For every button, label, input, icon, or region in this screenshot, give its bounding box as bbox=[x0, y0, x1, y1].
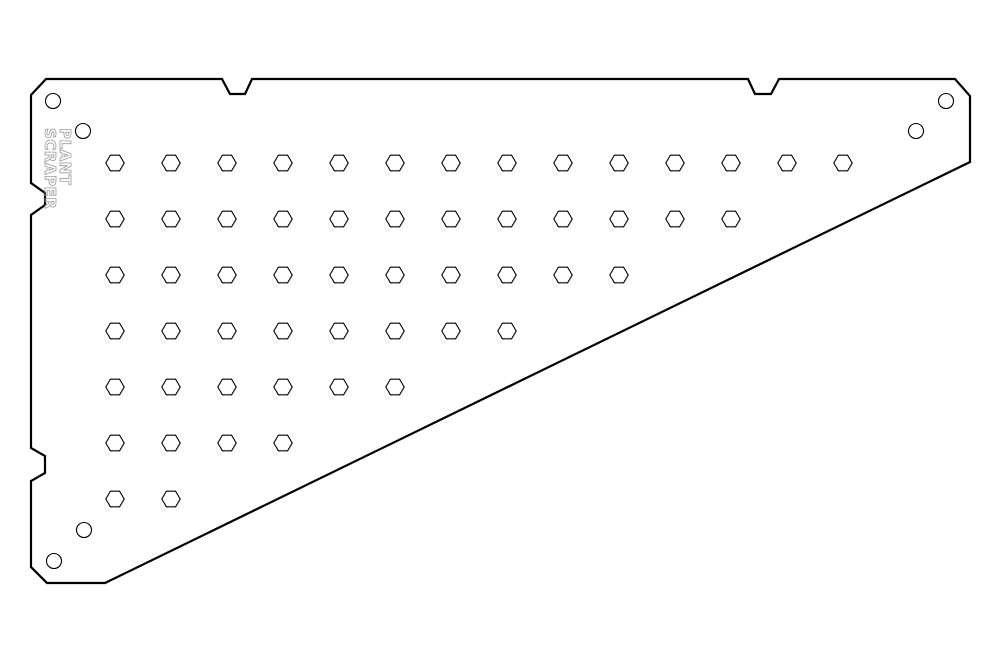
engraving-line-plant: PLANT bbox=[56, 128, 74, 186]
mounting-hole bbox=[937, 92, 955, 110]
hex-hole bbox=[273, 154, 293, 172]
part-outline bbox=[29, 77, 972, 585]
hex-hole bbox=[441, 210, 461, 228]
hex-hole bbox=[329, 266, 349, 284]
hex-hole bbox=[385, 154, 405, 172]
hex-hole bbox=[161, 154, 181, 172]
hex-hole bbox=[273, 322, 293, 340]
hex-hole bbox=[721, 210, 741, 228]
hex-hole bbox=[161, 322, 181, 340]
hex-hole bbox=[441, 266, 461, 284]
hex-hole bbox=[553, 266, 573, 284]
hex-hole bbox=[273, 266, 293, 284]
hex-hole bbox=[329, 210, 349, 228]
hex-hole bbox=[441, 154, 461, 172]
hex-hole bbox=[497, 266, 517, 284]
hex-hole bbox=[441, 322, 461, 340]
mounting-hole bbox=[45, 552, 63, 570]
hex-hole bbox=[329, 322, 349, 340]
hex-hole bbox=[777, 154, 797, 172]
hex-hole bbox=[609, 210, 629, 228]
hex-hole bbox=[329, 378, 349, 396]
hex-hole-grid bbox=[105, 154, 853, 508]
hex-hole bbox=[105, 266, 125, 284]
hex-hole bbox=[105, 210, 125, 228]
hex-hole bbox=[665, 210, 685, 228]
mounting-hole bbox=[907, 122, 925, 140]
mounting-hole bbox=[44, 92, 62, 110]
hex-hole bbox=[105, 378, 125, 396]
hex-hole bbox=[105, 154, 125, 172]
hex-hole bbox=[161, 266, 181, 284]
hex-hole bbox=[665, 154, 685, 172]
hex-hole bbox=[217, 378, 237, 396]
hex-hole bbox=[609, 266, 629, 284]
hex-hole bbox=[497, 154, 517, 172]
hex-hole bbox=[385, 266, 405, 284]
hex-hole bbox=[273, 378, 293, 396]
hex-hole bbox=[273, 210, 293, 228]
hex-hole bbox=[497, 210, 517, 228]
hex-hole bbox=[161, 210, 181, 228]
hex-hole bbox=[161, 378, 181, 396]
hex-hole bbox=[833, 154, 853, 172]
hex-hole bbox=[217, 322, 237, 340]
hex-hole bbox=[609, 154, 629, 172]
hex-hole bbox=[161, 490, 181, 508]
hex-hole bbox=[385, 322, 405, 340]
hex-hole bbox=[217, 434, 237, 452]
hex-hole bbox=[497, 322, 517, 340]
engraving: PLANT SCRAPER bbox=[41, 128, 75, 210]
hex-hole bbox=[217, 266, 237, 284]
hex-hole bbox=[329, 154, 349, 172]
hex-hole bbox=[217, 210, 237, 228]
hex-hole bbox=[217, 154, 237, 172]
hex-hole bbox=[105, 434, 125, 452]
hex-hole bbox=[385, 378, 405, 396]
hex-hole bbox=[105, 490, 125, 508]
mounting-hole bbox=[75, 521, 93, 539]
hex-hole bbox=[161, 434, 181, 452]
hex-hole bbox=[273, 434, 293, 452]
mounting-hole bbox=[74, 122, 92, 140]
hex-hole bbox=[105, 322, 125, 340]
hex-hole bbox=[721, 154, 741, 172]
mounting-holes bbox=[44, 92, 955, 570]
hex-hole bbox=[385, 210, 405, 228]
hex-hole bbox=[553, 154, 573, 172]
hex-hole bbox=[553, 210, 573, 228]
engraving-line-scraper: SCRAPER bbox=[41, 128, 59, 209]
